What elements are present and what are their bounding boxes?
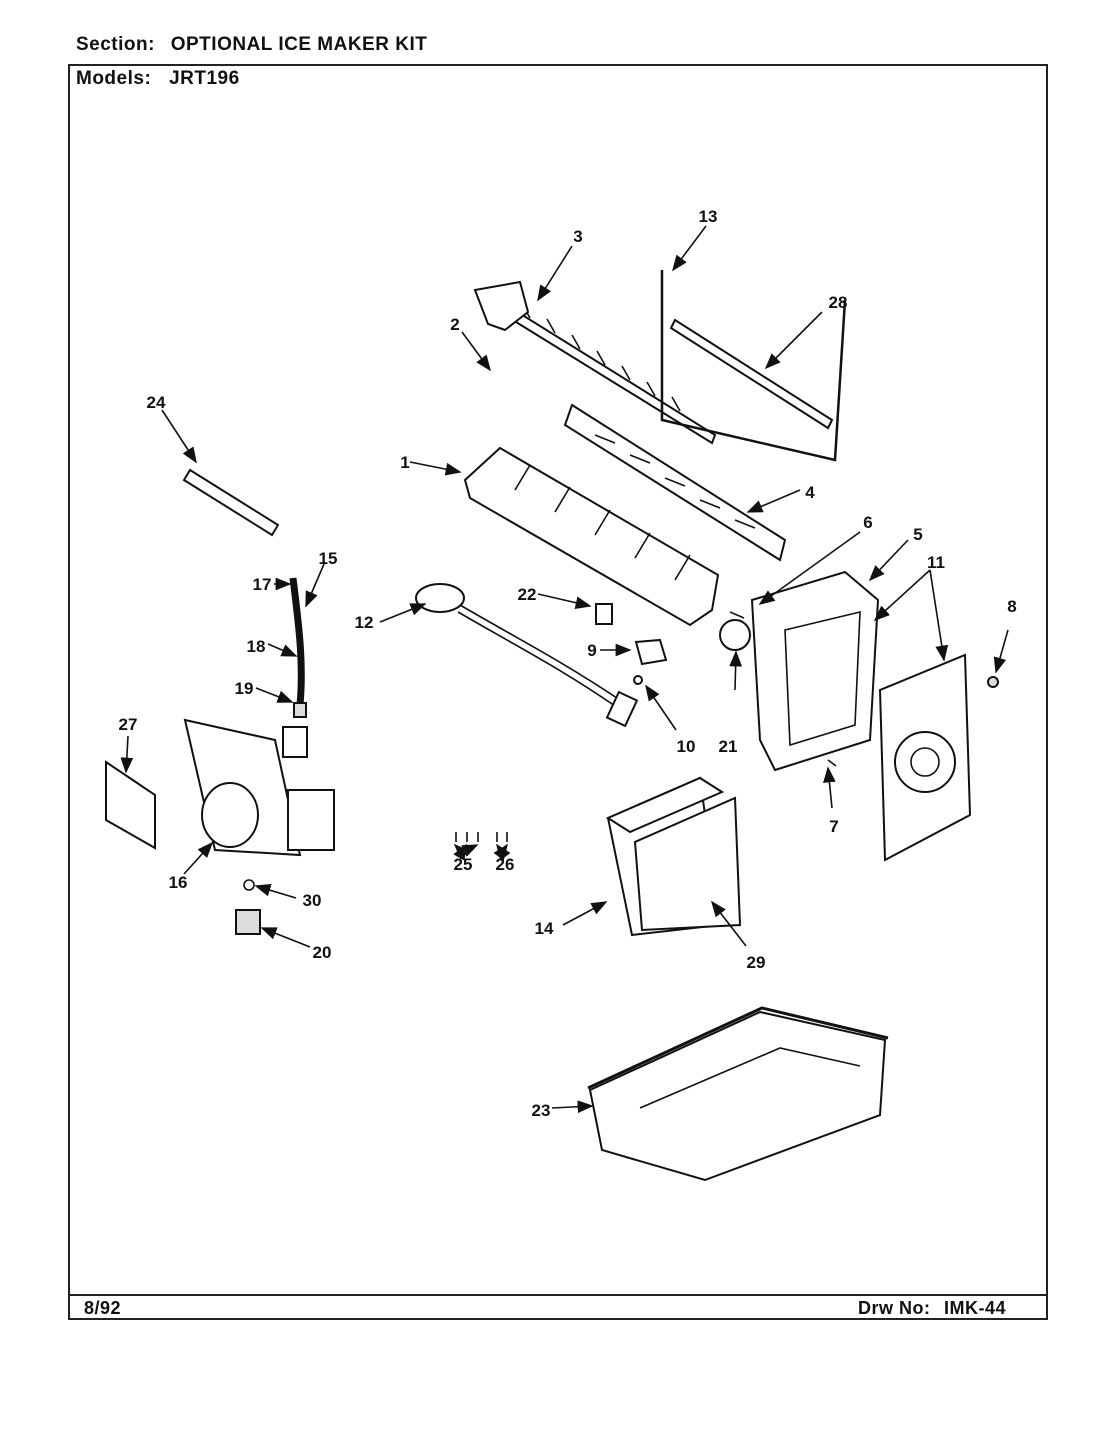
housing-part xyxy=(750,570,880,772)
callout-21: 21 xyxy=(719,737,738,756)
drawing-frame xyxy=(68,64,1048,1320)
small-part-6 xyxy=(729,611,745,619)
callout-2: 2 xyxy=(450,315,459,334)
drawing-number-value: IMK-44 xyxy=(944,1298,1007,1318)
callout-9: 9 xyxy=(587,641,596,660)
screws-parts xyxy=(455,832,508,842)
callout-6: 6 xyxy=(863,513,872,532)
callout-5: 5 xyxy=(913,525,922,544)
bracket-plate-part xyxy=(105,760,156,850)
drawing-number-label: Drw No: xyxy=(858,1298,931,1318)
fill-tube-part xyxy=(182,468,280,537)
callout-18: 18 xyxy=(247,637,266,656)
small-part-22 xyxy=(595,603,613,625)
small-part-19 xyxy=(293,702,307,718)
callout-27: 27 xyxy=(119,715,138,734)
models-label: Models: xyxy=(76,68,152,89)
callout-13: 13 xyxy=(699,207,718,226)
small-part-10 xyxy=(633,675,643,685)
callout-11: 11 xyxy=(927,553,945,572)
section-heading: Section: OPTIONAL ICE MAKER KIT xyxy=(76,34,427,56)
models-heading: Models: JRT196 xyxy=(76,68,240,90)
callout-23: 23 xyxy=(532,1101,551,1120)
footer-date: 8/92 xyxy=(84,1298,122,1318)
callout-15: 15 xyxy=(319,549,338,568)
ice-bucket-part xyxy=(587,1006,889,1182)
callout-10: 10 xyxy=(677,737,696,756)
stripper-part xyxy=(563,403,787,562)
callout-22: 22 xyxy=(518,585,537,604)
water-valve-part xyxy=(183,718,335,857)
footer-divider xyxy=(68,1294,1048,1296)
bracket-part xyxy=(473,280,530,332)
shutoff-arm-part xyxy=(660,270,847,462)
callout-19: 19 xyxy=(235,679,254,698)
callout-29: 29 xyxy=(747,953,766,972)
small-part-8 xyxy=(987,676,999,688)
callout-16: 16 xyxy=(169,873,188,892)
motor-module-part xyxy=(878,653,972,862)
callout-leaders xyxy=(120,225,1009,1114)
callout-3: 3 xyxy=(573,227,582,246)
small-part-21 xyxy=(719,619,751,651)
ice-box-part xyxy=(605,776,742,937)
callout-26: 26 xyxy=(496,855,515,874)
small-part-7 xyxy=(827,759,837,767)
callout-17: 17 xyxy=(253,575,272,594)
callout-12: 12 xyxy=(355,613,374,632)
small-part-20 xyxy=(235,909,261,935)
callout-25: 25 xyxy=(454,855,473,874)
wiring-harness-part xyxy=(415,583,639,728)
mold-body-part xyxy=(463,446,720,627)
callout-1: 1 xyxy=(400,453,409,472)
rod-part xyxy=(669,318,834,430)
models-value: JRT196 xyxy=(169,68,240,89)
callout-30: 30 xyxy=(303,891,322,910)
callout-4: 4 xyxy=(805,483,815,502)
ejector-shaft-part xyxy=(488,296,717,445)
section-value: OPTIONAL ICE MAKER KIT xyxy=(170,34,428,55)
callout-14: 14 xyxy=(535,919,554,938)
water-tube-part xyxy=(289,577,305,706)
callout-28: 28 xyxy=(829,293,848,312)
drawing-number: Drw No: IMK-44 xyxy=(858,1298,1006,1319)
small-part-9 xyxy=(634,638,668,666)
small-part-30 xyxy=(243,879,255,891)
section-label: Section: xyxy=(76,34,155,55)
callout-7: 7 xyxy=(829,817,838,836)
callout-24: 24 xyxy=(147,393,166,412)
callout-20: 20 xyxy=(313,943,332,962)
callout-8: 8 xyxy=(1007,597,1016,616)
